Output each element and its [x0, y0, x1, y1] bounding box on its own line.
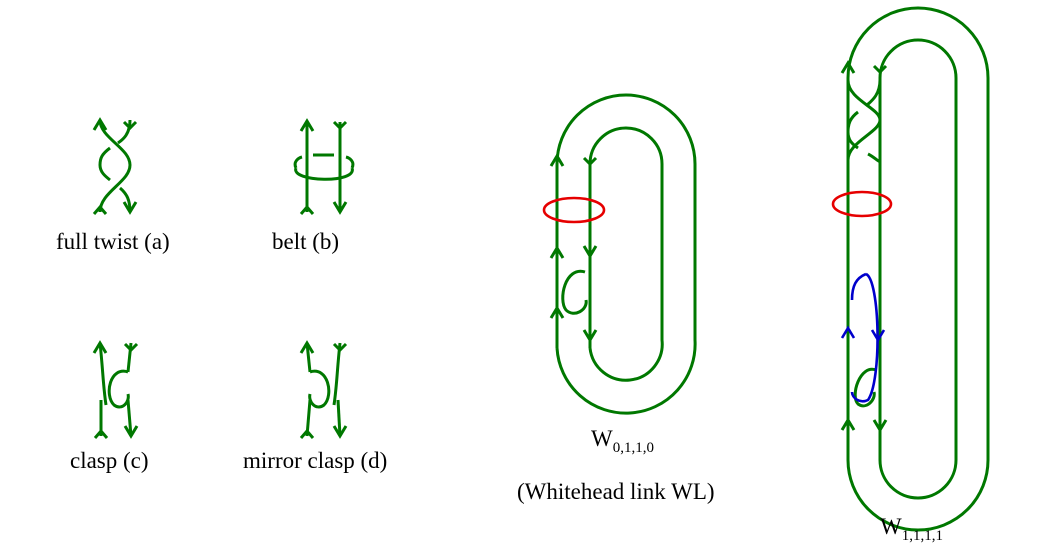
clasp-hook	[107, 369, 130, 409]
arrow-down-icon	[332, 425, 348, 439]
w1111-red-ring	[831, 190, 893, 218]
full-twist-label: full twist (a)	[56, 229, 170, 254]
mirror-clasp-diagram	[299, 340, 348, 439]
arrow-feather-icon	[332, 342, 348, 353]
whitehead-label: (Whitehead link WL)	[517, 479, 715, 504]
arrow-feather-icon	[122, 120, 138, 131]
arrow-down-icon	[332, 201, 348, 215]
twist-strand-2-mid	[98, 146, 111, 182]
inner-band	[878, 38, 958, 500]
arrow-up-icon	[92, 340, 108, 354]
mirror-hook	[308, 369, 331, 409]
arrow-down-icon	[123, 425, 139, 439]
arrow-up-icon	[840, 325, 856, 339]
w1111-link-diagram	[840, 6, 990, 532]
belt-label: belt (b)	[272, 229, 339, 254]
belt-diagram	[293, 118, 355, 215]
belt-ring-front	[294, 167, 354, 181]
inner-band	[588, 126, 664, 382]
clasp-strand-right-lower	[126, 399, 133, 437]
clasp-diagram	[92, 340, 139, 439]
arrow-down-icon	[582, 245, 598, 259]
arrow-feather-icon	[93, 428, 109, 439]
clasp-strand-left	[98, 342, 108, 406]
belt-ring-back-left	[293, 155, 303, 169]
arrow-down-icon	[872, 419, 888, 433]
top-twist-back	[846, 79, 882, 163]
full-twist-diagram	[92, 117, 138, 215]
arrow-up-icon	[299, 340, 315, 354]
whitehead-red-ring	[542, 196, 606, 224]
arrow-feather-icon	[332, 120, 348, 131]
arrow-up-icon	[549, 245, 565, 259]
arrow-feather-icon	[299, 204, 315, 215]
mirror-strand-left	[305, 342, 312, 373]
arrow-up-icon	[549, 153, 565, 167]
clasp-loop	[561, 269, 588, 315]
arrow-down-icon	[122, 201, 138, 215]
arrow-up-icon	[299, 118, 315, 132]
w1111-blue-loop	[840, 272, 886, 403]
arrow-up-icon	[92, 117, 108, 131]
twist-strand-1	[98, 119, 132, 213]
lower-clasp-loop	[853, 367, 877, 408]
w1111-label: W1,1,1,1	[880, 514, 943, 544]
arrow-feather-icon	[582, 156, 598, 167]
arrow-feather-icon	[872, 64, 888, 75]
outer-band	[846, 6, 990, 532]
clasp-label: clasp (c)	[70, 448, 149, 473]
arrow-down-icon	[582, 329, 598, 343]
whitehead-link-diagram	[549, 93, 697, 415]
outer-band	[555, 93, 697, 415]
arrow-feather-icon	[299, 428, 315, 439]
w1111-subscript: 1,1,1,1	[902, 528, 943, 544]
top-twist	[846, 79, 882, 161]
w0110-base: W	[591, 426, 613, 451]
arrow-feather-icon	[123, 342, 139, 353]
mirror-strand-right	[332, 342, 342, 406]
belt-ring-back-right	[345, 155, 355, 169]
twist-strand-2	[117, 119, 132, 145]
mirror-clasp-label: mirror clasp (d)	[243, 448, 387, 473]
arrow-up-icon	[840, 60, 856, 74]
arrow-up-icon	[549, 305, 565, 319]
w1111-base: W	[880, 514, 902, 539]
arrow-up-icon	[840, 417, 856, 431]
w0110-label: W0,1,1,0	[591, 426, 654, 456]
w0110-subscript: 0,1,1,0	[613, 440, 654, 456]
arrow-down-icon	[870, 329, 886, 343]
arrow-feather-icon	[92, 204, 108, 215]
mirror-strand-right-lower	[336, 399, 342, 437]
